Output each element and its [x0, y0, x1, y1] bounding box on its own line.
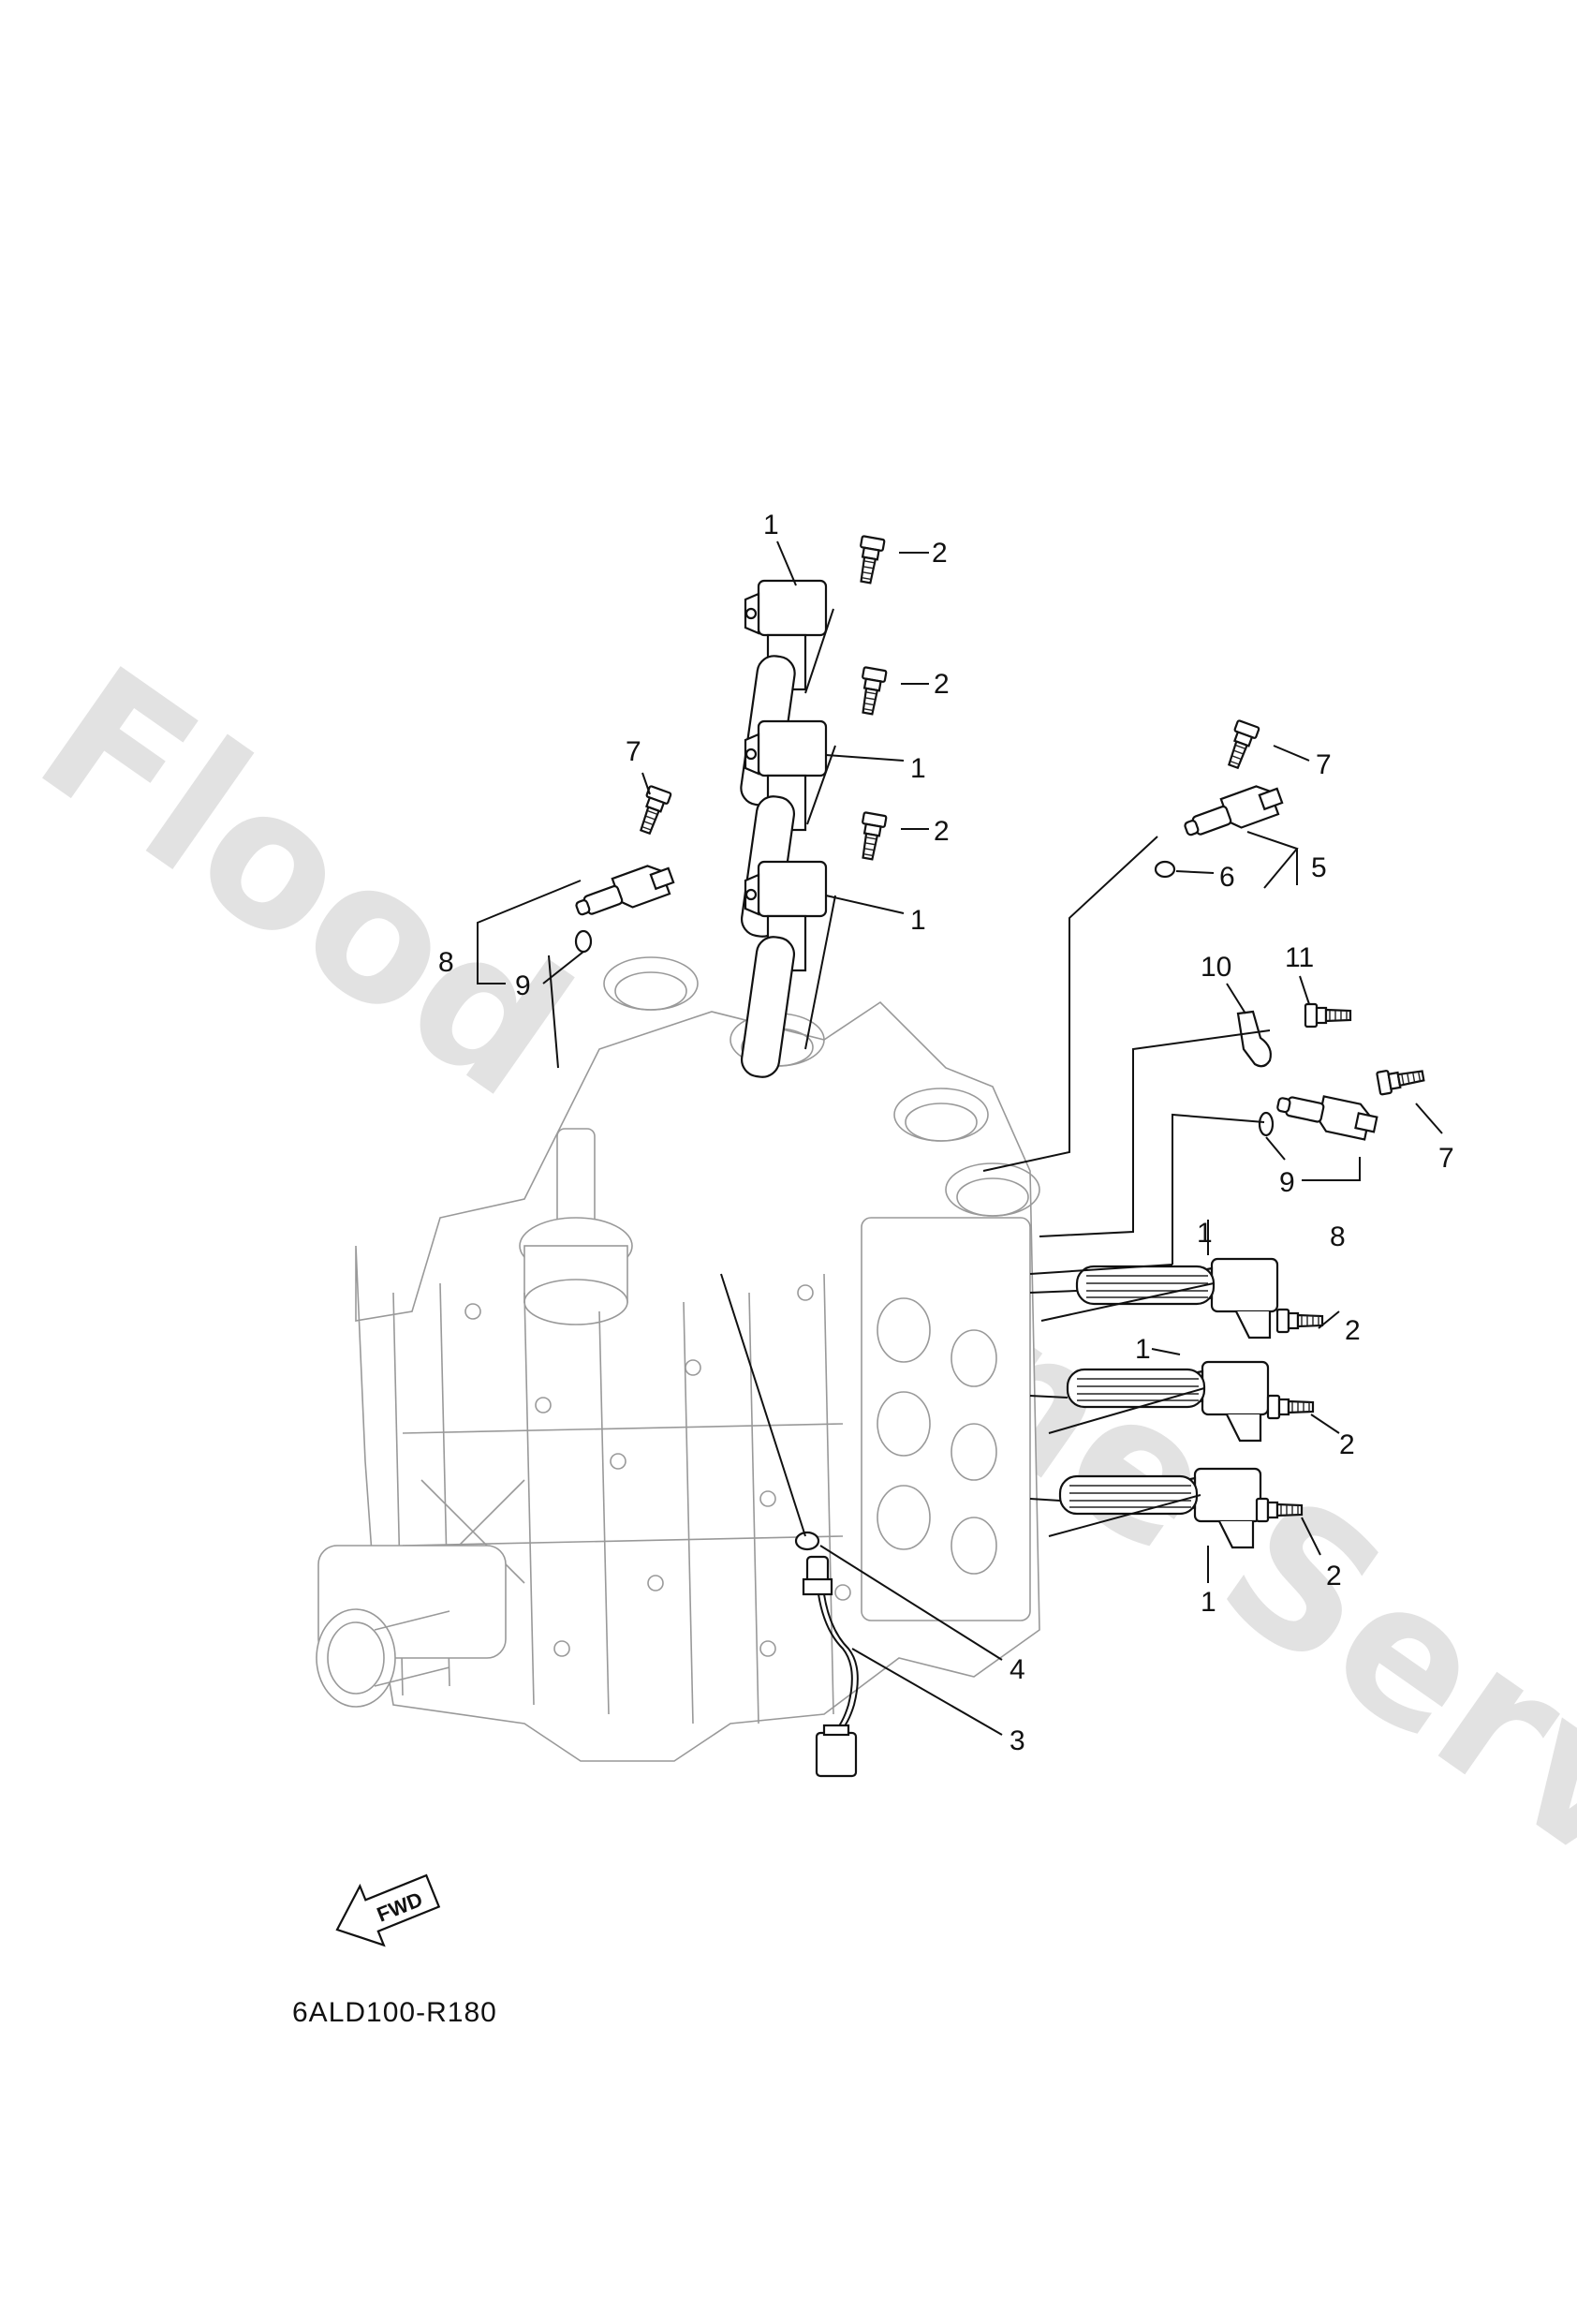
washer [794, 1531, 820, 1551]
callout-1f: 1 [1201, 1587, 1216, 1618]
callout-9b: 9 [1279, 1167, 1295, 1198]
callout-1c: 1 [910, 905, 926, 936]
callout-3: 3 [1010, 1725, 1025, 1756]
callout-1b: 1 [910, 753, 926, 784]
bolt-top-3 [855, 811, 888, 862]
engine-block-illustration [316, 956, 1040, 1762]
sensor-left [570, 858, 678, 926]
forward-direction-arrow: FWD [335, 1873, 441, 1947]
callout-5: 5 [1311, 852, 1327, 883]
bolt-top-2 [855, 666, 888, 717]
leader-lines [477, 540, 1443, 1736]
callout-1a: 1 [763, 510, 779, 540]
callout-8a: 8 [438, 947, 454, 978]
callout-4: 4 [1010, 1654, 1025, 1685]
sensor-middle-right [1274, 1086, 1380, 1143]
bolt-clamp [1304, 1002, 1352, 1029]
callout-numbers: 1 2 2 1 2 1 7 8 9 7 5 6 10 11 7 9 8 1 2 … [438, 510, 1454, 1756]
callout-8b: 8 [1330, 1221, 1346, 1252]
callout-10: 10 [1201, 952, 1231, 983]
callout-7b: 7 [1316, 749, 1332, 780]
clamp [1236, 1010, 1272, 1068]
o-ring-middle-right [1258, 1111, 1275, 1137]
callout-7c: 7 [1438, 1143, 1454, 1174]
callout-7a: 7 [626, 736, 641, 767]
callout-2a: 2 [932, 538, 948, 569]
bolt-sensor-upper-right [1221, 718, 1260, 772]
callout-2d: 2 [1345, 1315, 1361, 1346]
diagram-code: 6ALD100-R180 [292, 1997, 497, 2028]
callout-2c: 2 [934, 816, 950, 847]
ignition-coil-top-3 [740, 860, 828, 1078]
callout-11: 11 [1285, 942, 1314, 973]
bolt-right-2 [1266, 1394, 1315, 1420]
callout-9a: 9 [515, 970, 531, 1001]
bolt-top-1 [853, 535, 886, 585]
bolt-sensor-left [633, 784, 672, 837]
temperature-sensor [802, 1555, 859, 1778]
o-ring-upper-right [1154, 860, 1176, 879]
callout-1e: 1 [1135, 1334, 1151, 1365]
callout-2e: 2 [1339, 1429, 1355, 1460]
callout-2b: 2 [934, 669, 950, 700]
o-ring-left [574, 929, 593, 954]
bolt-sensor-middle-right [1376, 1063, 1426, 1096]
callout-1d: 1 [1197, 1218, 1213, 1249]
callout-2f: 2 [1326, 1561, 1342, 1591]
callout-6: 6 [1219, 862, 1235, 893]
sensor-upper-right [1179, 778, 1287, 847]
bolt-right-1 [1275, 1308, 1324, 1334]
